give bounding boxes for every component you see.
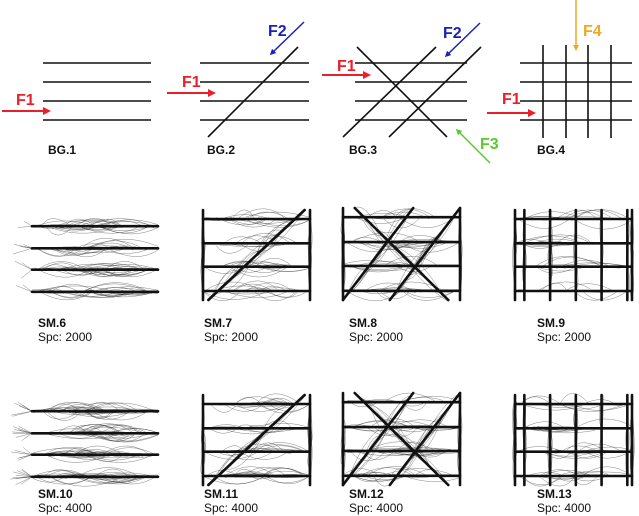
simulation-spacing: Spc: 2000 [204, 330, 258, 344]
simulation-panel [512, 208, 634, 302]
simulation-label: SM.11 [204, 487, 238, 501]
simulation-label: SM.9 [537, 316, 565, 330]
pattern-label: BG.2 [207, 143, 235, 157]
force-arrow-f2 [444, 22, 481, 58]
simulation-bundle-line [388, 206, 462, 302]
simulation-label: SM.8 [349, 316, 377, 330]
simulation-spacing: Spc: 2000 [38, 330, 92, 344]
simulation-panel [200, 393, 313, 487]
simulation-bundle-line [341, 206, 415, 302]
simulation-label: SM.13 [537, 487, 572, 501]
force-label-f2: F2 [443, 25, 462, 42]
pattern-label: BG.3 [349, 143, 377, 157]
simulation-label: SM.7 [204, 316, 232, 330]
simulation-panel [12, 218, 160, 301]
diagonal-line [356, 46, 448, 138]
diagonal-line [388, 46, 482, 138]
simulation-panels [10, 206, 635, 487]
simulation-label: SM.12 [349, 487, 384, 501]
pattern-label: BG.1 [48, 143, 76, 157]
simulation-panel [340, 391, 463, 487]
force-arrow-f3 [455, 128, 491, 164]
simulation-bundle-line [207, 393, 306, 487]
simulation-bundle-line [207, 208, 306, 302]
simulation-spacing: Spc: 2000 [349, 330, 403, 344]
force-arrow-f2 [269, 21, 305, 56]
simulation-panel [10, 401, 160, 487]
simulation-panel [512, 393, 635, 487]
simulation-bundle-line [341, 391, 415, 487]
force-label-f2: F2 [268, 23, 287, 40]
simulation-spacing: Spc: 2000 [537, 330, 591, 344]
force-label-f1: F1 [182, 74, 201, 91]
simulation-fibers [12, 218, 159, 301]
force-label-f1: F1 [337, 58, 356, 75]
simulation-spacing: Spc: 4000 [204, 501, 258, 515]
simulation-spacing: Spc: 4000 [349, 501, 403, 515]
simulation-fibers [200, 208, 313, 301]
force-arrows [2, 0, 579, 164]
simulation-label: SM.10 [38, 487, 73, 501]
force-label-f1: F1 [16, 92, 35, 109]
simulation-bundle-line [353, 391, 450, 487]
simulation-fibers [512, 209, 634, 302]
simulation-spacing: Spc: 4000 [38, 501, 92, 515]
base-patterns [43, 45, 632, 138]
pattern-label: BG.4 [537, 143, 565, 157]
force-label-f1: F1 [502, 91, 521, 108]
diagonal-line [342, 46, 437, 138]
simulation-label: SM.6 [38, 316, 66, 330]
diagonal-line [207, 46, 299, 138]
force-label-f3: F3 [480, 136, 499, 153]
simulation-panel [340, 206, 463, 302]
simulation-spacing: Spc: 4000 [537, 501, 591, 515]
simulation-fibers [10, 401, 159, 487]
simulation-bundle-line [353, 206, 450, 302]
simulation-fibers [512, 393, 635, 487]
simulation-panel [200, 208, 313, 302]
force-label-f4: F4 [583, 23, 602, 40]
simulation-bundle-line [388, 391, 462, 487]
